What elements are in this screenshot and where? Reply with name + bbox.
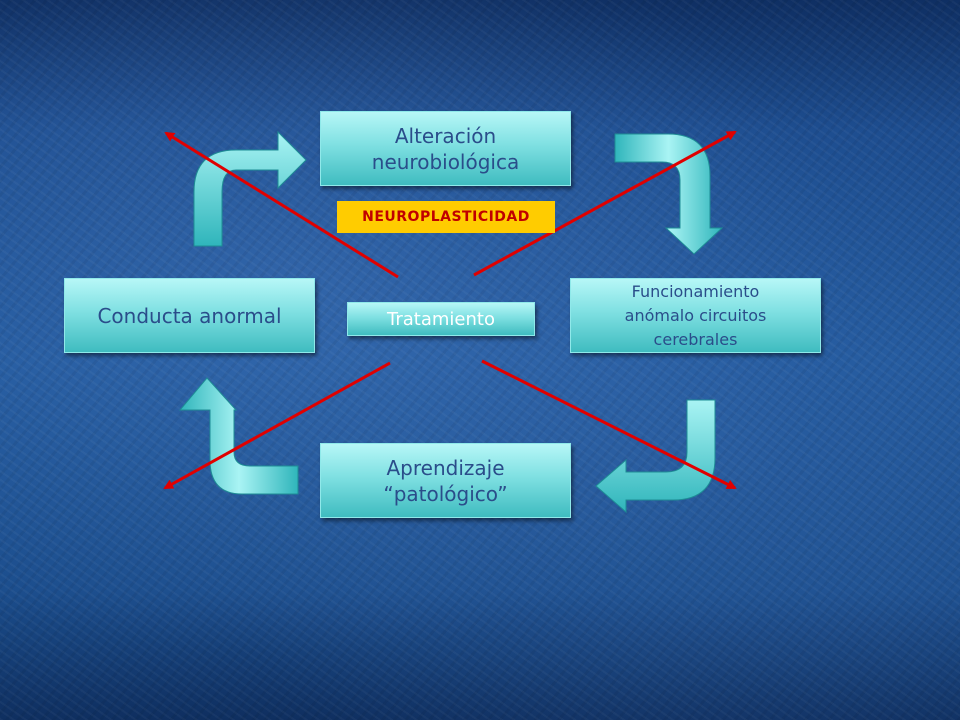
node-funcionamiento-anomalo: Funcionamiento anómalo circuitos cerebra… bbox=[570, 278, 821, 353]
red-arrow-down-left bbox=[163, 361, 391, 490]
red-arrow-up-left bbox=[164, 131, 399, 279]
cycle-arrow-bottom-left bbox=[178, 377, 299, 495]
red-arrow-down-right bbox=[481, 359, 737, 490]
node-conducta-anormal: Conducta anormal bbox=[64, 278, 315, 353]
red-arrow-up-right bbox=[473, 130, 737, 277]
node-aprendizaje-patologico: Aprendizaje “patológico” bbox=[320, 443, 571, 518]
node-alteracion-neurobiologica: Alteración neurobiológica bbox=[320, 111, 571, 186]
cycle-arrow-bottom-right bbox=[595, 399, 716, 514]
cycle-arrow-top-right bbox=[614, 133, 724, 255]
cycle-arrow-top-left bbox=[193, 130, 307, 247]
neuroplasticidad-label: NEUROPLASTICIDAD bbox=[337, 201, 555, 233]
node-tratamiento: Tratamiento bbox=[347, 302, 535, 336]
